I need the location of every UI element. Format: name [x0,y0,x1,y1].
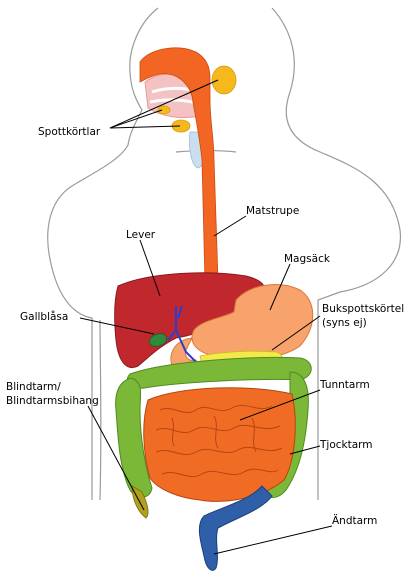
bile-ducts [167,305,197,363]
gallbladder [148,333,168,347]
labels: Spottkörtlar Matstrupe Lever Magsäck Gal… [6,126,404,527]
large-intestine [115,357,312,498]
small-intestine [143,387,296,502]
leader-lines [79,79,333,555]
label-appendix-line2: Blindtarmsbihang [6,395,99,407]
label-salivary-glands: Spottkörtlar [38,126,101,138]
label-pancreas-line2: (syns ej) [322,317,367,329]
label-stomach: Magsäck [284,253,331,265]
label-appendix-line1: Blindtarm/ [6,381,61,393]
label-liver: Lever [126,229,156,241]
label-small-intestine: Tunntarm [319,379,370,391]
body-outline [47,7,402,501]
label-gallbladder: Gallblåsa [20,310,68,323]
label-pancreas-line1: Bukspottskörtel [322,303,404,315]
label-large-intestine: Tjocktarm [319,439,373,451]
label-rectum: Ändtarm [332,514,377,527]
rectum [198,485,273,571]
label-esophagus: Matstrupe [246,205,299,217]
